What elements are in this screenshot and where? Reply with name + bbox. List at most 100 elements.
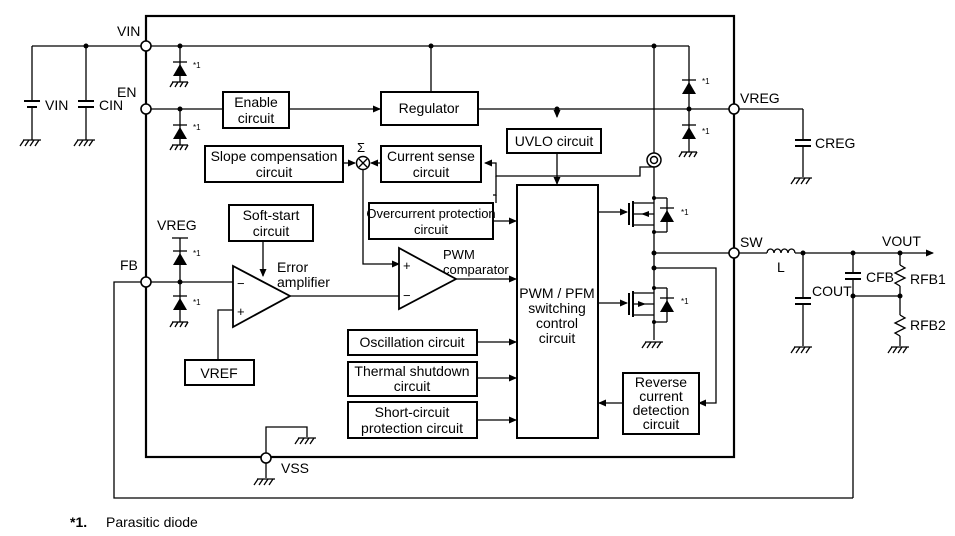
reverse-current-block bbox=[622, 372, 700, 435]
pin-vss-label: VSS bbox=[281, 460, 309, 476]
ground-icon bbox=[19, 139, 41, 147]
pwm-comparator-symbol bbox=[398, 246, 458, 311]
reverse-current-label: detection bbox=[633, 402, 690, 418]
pwm-pfm-label: switching bbox=[528, 300, 586, 316]
sigma-symbol: Σ bbox=[357, 140, 365, 155]
thermal-shutdown-label: Thermal shutdown bbox=[354, 363, 469, 379]
vreg-internal-line bbox=[478, 106, 734, 118]
inductor-icon bbox=[734, 248, 934, 257]
creg-label: CREG bbox=[815, 135, 855, 151]
error-amp-plus: + bbox=[237, 304, 245, 319]
pin-vreg-label: VREG bbox=[740, 90, 780, 106]
internal-vreg-label: VREG bbox=[157, 217, 197, 233]
low-side-mosfet-icon bbox=[598, 283, 674, 349]
fb-feedback-wire bbox=[113, 281, 853, 499]
ocp-feed-line bbox=[493, 176, 497, 196]
enable-circuit-block bbox=[222, 91, 290, 129]
thermal-shutdown-block bbox=[347, 361, 478, 397]
reverse-current-label: circuit bbox=[643, 416, 680, 432]
pwm-comp-plus: + bbox=[403, 258, 411, 273]
cfb-label: CFB bbox=[866, 269, 894, 285]
sum-to-pwm-arrow bbox=[362, 170, 400, 268]
inductor-label: L bbox=[777, 259, 785, 275]
rfb1-resistor bbox=[893, 253, 907, 315]
pwm-pfm-control-block bbox=[516, 184, 599, 439]
slope-compensation-block bbox=[204, 145, 344, 183]
parasitic-diode-icon bbox=[682, 79, 696, 94]
uvlo-label: UVLO circuit bbox=[515, 133, 594, 149]
pin-vreg bbox=[728, 103, 740, 115]
oscillation-block bbox=[347, 329, 478, 356]
vref-block bbox=[184, 359, 255, 386]
pwm-comparator-label: PWM bbox=[443, 247, 475, 262]
enable-circuit-label: circuit bbox=[238, 110, 275, 126]
note-mark: *1 bbox=[702, 127, 710, 136]
vref-line bbox=[217, 309, 233, 360]
overcurrent-protection-block bbox=[368, 202, 494, 240]
short-circuit-block bbox=[347, 401, 478, 439]
ic-outline bbox=[144, 14, 736, 459]
current-sense-label: Current sense bbox=[387, 148, 475, 164]
reverse-current-label: Reverse bbox=[635, 374, 687, 390]
internal-vin-bus bbox=[146, 43, 690, 153]
junction-dot bbox=[177, 279, 183, 285]
reverse-current-label: current bbox=[639, 388, 683, 404]
pin-en bbox=[140, 103, 152, 115]
parasitic-diode-icon bbox=[169, 282, 189, 328]
note-mark: *1 bbox=[702, 77, 710, 86]
uvlo-block bbox=[506, 128, 602, 154]
short-circuit-label: Short-circuit bbox=[375, 404, 450, 420]
note-mark: *1 bbox=[193, 123, 201, 132]
short-circuit-label: protection circuit bbox=[361, 420, 463, 436]
footnote-ref: *1. bbox=[70, 514, 87, 530]
reverse-sense-line bbox=[654, 267, 717, 407]
pin-fb-label: FB bbox=[120, 257, 138, 273]
current-sense-probe-icon bbox=[601, 152, 662, 194]
cfb-capacitor bbox=[845, 253, 861, 498]
error-amplifier-symbol bbox=[232, 264, 292, 329]
slope-compensation-label: circuit bbox=[256, 164, 293, 180]
error-amplifier-label: amplifier bbox=[277, 274, 330, 290]
vin-rail bbox=[31, 43, 146, 100]
pin-vin-label: VIN bbox=[117, 23, 140, 39]
parasitic-diode-icon bbox=[678, 109, 698, 158]
regulator-label: Regulator bbox=[399, 100, 460, 116]
rfb2-label: RFB2 bbox=[910, 317, 946, 333]
parasitic-diode-icon bbox=[172, 237, 188, 282]
cin-label: CIN bbox=[99, 97, 123, 113]
error-amplifier-label: Error bbox=[277, 259, 308, 275]
error-amp-minus: − bbox=[237, 276, 245, 291]
sw-node-line bbox=[651, 236, 734, 283]
rfb2-resistor bbox=[887, 314, 909, 354]
note-mark: *1 bbox=[681, 208, 689, 217]
pwm-pfm-label: PWM / PFM bbox=[519, 285, 594, 301]
cin-capacitor bbox=[78, 100, 94, 140]
cout-capacitor bbox=[790, 253, 812, 354]
enable-circuit-label: Enable bbox=[234, 94, 278, 110]
vin-source-symbol bbox=[24, 100, 40, 140]
note-mark: *1 bbox=[193, 61, 201, 70]
fb-divider-node bbox=[850, 293, 903, 299]
pwm-comparator-label: comparator bbox=[443, 262, 509, 277]
note-mark: *1 bbox=[193, 249, 201, 258]
footnote-text: Parasitic diode bbox=[106, 514, 198, 530]
parasitic-diode-icon bbox=[169, 46, 189, 88]
vref-label: VREF bbox=[200, 365, 237, 381]
oscillation-label: Oscillation circuit bbox=[359, 334, 464, 350]
high-side-mosfet-icon bbox=[598, 194, 674, 236]
summing-node-icon bbox=[355, 155, 371, 171]
pin-en-label: EN bbox=[117, 84, 136, 100]
pin-fb bbox=[140, 276, 152, 288]
current-sense-block bbox=[380, 145, 482, 183]
pwm-pfm-label: circuit bbox=[539, 330, 576, 346]
pin-vin bbox=[140, 40, 152, 52]
slope-compensation-label: Slope compensation bbox=[211, 148, 338, 164]
internal-ground bbox=[253, 426, 316, 486]
pwm-comp-minus: − bbox=[403, 288, 411, 303]
rfb1-label: RFB1 bbox=[910, 271, 946, 287]
soft-start-block bbox=[228, 204, 314, 242]
cout-label: COUT bbox=[812, 283, 852, 299]
overcurrent-protection-label: circuit bbox=[414, 222, 448, 237]
thermal-shutdown-label: circuit bbox=[394, 378, 431, 394]
